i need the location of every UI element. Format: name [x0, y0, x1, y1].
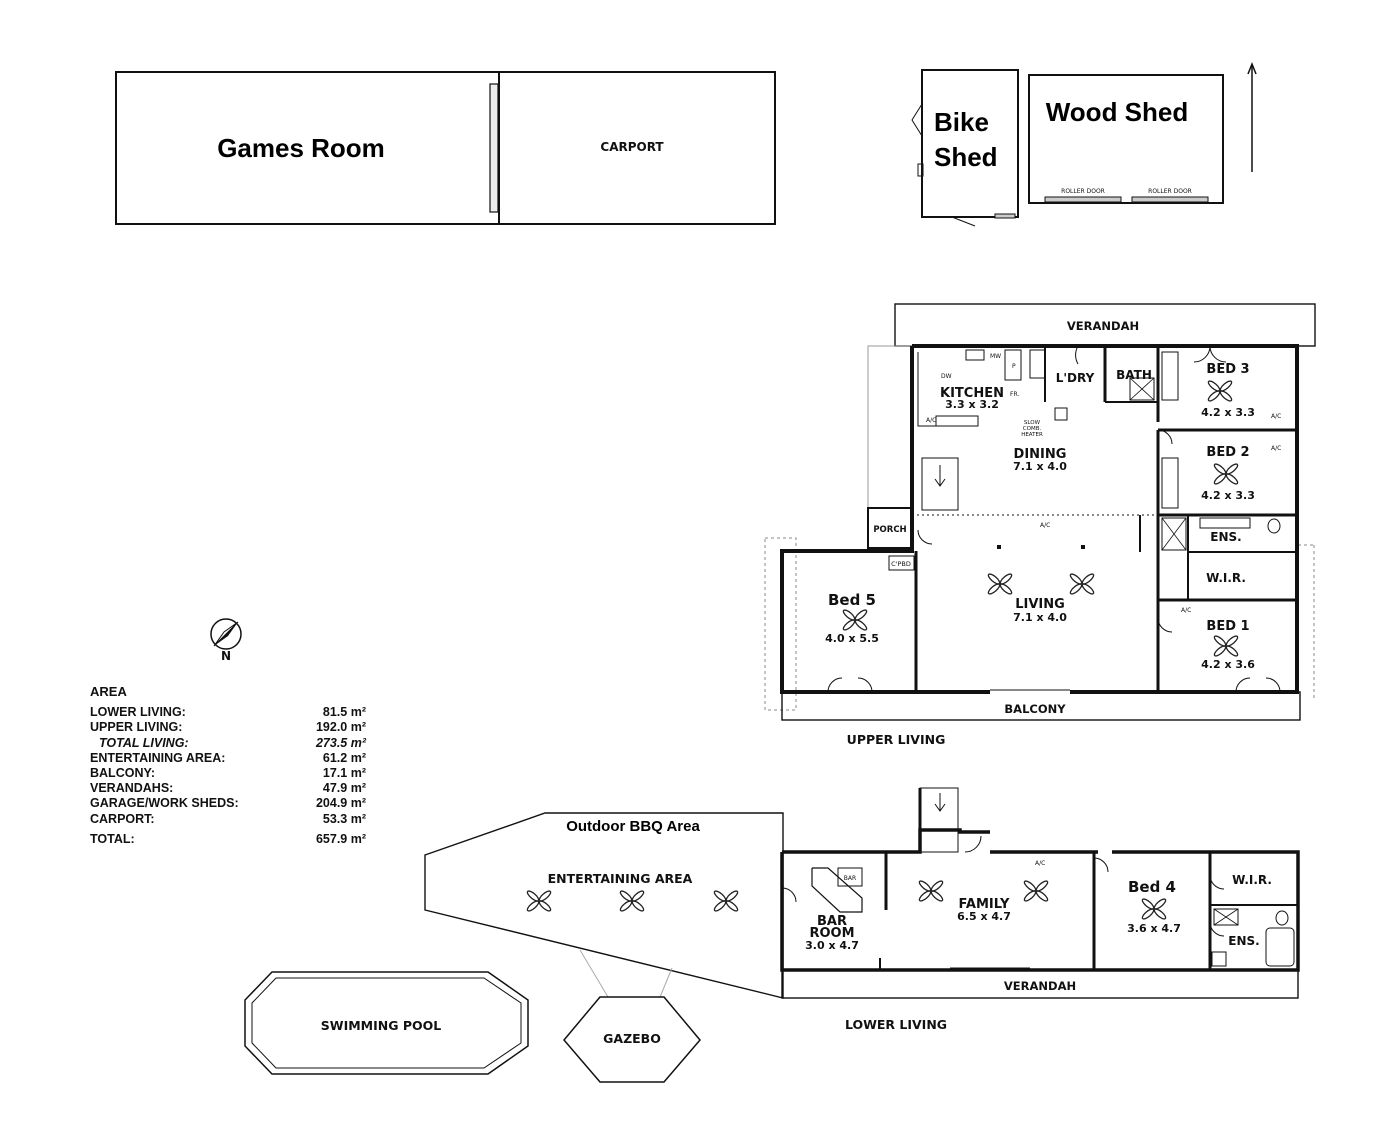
ac-label-kitchen: A/C	[926, 417, 936, 424]
bed3-size: 4.2 x 3.3	[1201, 406, 1255, 419]
dining-label: DINING	[1014, 447, 1067, 462]
bed1-label: BED 1	[1206, 619, 1249, 634]
carport-label: CARPORT	[600, 140, 664, 154]
laundry-label: L'DRY	[1056, 371, 1095, 385]
area-row-balcony: BALCONY:17.1 m²	[90, 766, 366, 781]
bar-room-label-1: BAR	[817, 914, 847, 929]
porch-label: PORCH	[873, 525, 906, 535]
family-size: 6.5 x 4.7	[957, 910, 1011, 923]
bed5-size: 4.0 x 5.5	[825, 632, 879, 645]
wir-label-upper: W.I.R.	[1206, 571, 1246, 585]
bath-label: BATH	[1116, 368, 1152, 382]
bed2-size: 4.2 x 3.3	[1201, 489, 1255, 502]
gazebo-label: GAZEBO	[603, 1031, 661, 1046]
bed3-label: BED 3	[1206, 362, 1249, 377]
bed4-label: Bed 4	[1128, 878, 1176, 896]
roller-door-label-2: ROLLER DOOR	[1148, 188, 1192, 195]
kitchen-size: 3.3 x 3.2	[945, 398, 999, 411]
mw-label: MW	[990, 353, 1001, 360]
balcony-label: BALCONY	[1004, 702, 1066, 716]
lower-verandah-label: VERANDAH	[1004, 979, 1076, 993]
roller-door-label-1: ROLLER DOOR	[1061, 188, 1105, 195]
pantry-label: P	[1012, 363, 1016, 370]
compass-icon: N	[210, 618, 242, 663]
games-room-label: Games Room	[217, 133, 385, 163]
ens-label-lower: ENS.	[1228, 934, 1259, 948]
north-arrow-icon	[1247, 61, 1257, 172]
heater-label-1: SLOW	[1024, 420, 1041, 426]
area-row-verandahs: VERANDAHS:47.9 m²	[90, 781, 366, 796]
swimming-pool: SWIMMING POOL	[244, 971, 529, 1075]
bar-room-size: 3.0 x 4.7	[805, 939, 859, 952]
games-room-carport: Games Room CARPORT	[115, 71, 776, 225]
heater-label-3: HEATER	[1021, 432, 1043, 438]
dining-size: 7.1 x 4.0	[1013, 460, 1067, 473]
bed2-label: BED 2	[1206, 445, 1249, 460]
area-row-upper-living: UPPER LIVING:192.0 m²	[90, 720, 366, 735]
area-schedule: AREA LOWER LIVING:81.5 m² UPPER LIVING:1…	[90, 684, 366, 847]
lower-living-plan: Outdoor BBQ Area ENTERTAINING AREA VERAN…	[424, 787, 1300, 1032]
ac-label-bed3: A/C	[1271, 413, 1281, 420]
heater-label-2: COMB.	[1023, 426, 1042, 432]
area-title: AREA	[90, 684, 127, 699]
area-row-total: TOTAL:657.9 m²	[90, 831, 366, 846]
entertaining-label: ENTERTAINING AREA	[548, 871, 693, 886]
area-row-entertaining: ENTERTAINING AREA:61.2 m²	[90, 750, 366, 765]
outdoor-bbq-label: Outdoor BBQ Area	[566, 818, 700, 835]
upper-living-plan: VERANDAH BALCONY PORCH C'PBD	[764, 303, 1316, 747]
bed1-size: 4.2 x 3.6	[1201, 658, 1255, 671]
kitchen-label: KITCHEN	[940, 386, 1004, 401]
area-row-garage-sheds: GARAGE/WORK SHEDS:204.9 m²	[90, 796, 366, 811]
ac-label-bed2: A/C	[1271, 445, 1281, 452]
fridge-label: FR.	[1010, 391, 1019, 398]
bike-shed: Bike Shed	[911, 69, 1019, 227]
bike-shed-label-2: Shed	[934, 142, 998, 172]
ac-label-family: A/C	[1035, 860, 1045, 867]
bed5-label: Bed 5	[828, 591, 876, 609]
dw-label: DW	[941, 373, 952, 380]
gazebo: GAZEBO	[563, 949, 701, 1083]
living-size: 7.1 x 4.0	[1013, 611, 1067, 624]
ac-label-dining: A/C	[1040, 522, 1050, 529]
bike-shed-label-1: Bike	[934, 107, 989, 137]
ens-label-upper: ENS.	[1210, 530, 1241, 544]
wir-label-lower: W.I.R.	[1232, 873, 1272, 887]
lower-level-label: LOWER LIVING	[845, 1017, 947, 1032]
area-row-carport: CARPORT:53.3 m²	[90, 811, 366, 826]
living-label: LIVING	[1015, 597, 1065, 612]
bed4-size: 3.6 x 4.7	[1127, 922, 1181, 935]
family-label: FAMILY	[959, 897, 1010, 912]
wood-shed: Wood Shed ROLLER DOOR ROLLER DOOR	[1028, 74, 1224, 204]
bar-counter-label: BAR	[844, 875, 856, 882]
wood-shed-label: Wood Shed	[1046, 97, 1189, 127]
upper-level-label: UPPER LIVING	[847, 732, 946, 747]
swimming-pool-label: SWIMMING POOL	[321, 1018, 441, 1033]
cpbd-label: C'PBD	[891, 560, 911, 568]
compass-north-label: N	[221, 649, 231, 663]
ac-label-bed1: A/C	[1181, 607, 1191, 614]
upper-verandah-label: VERANDAH	[1067, 319, 1139, 333]
area-row-lower-living: LOWER LIVING:81.5 m²	[90, 705, 366, 720]
bar-room-label-2: ROOM	[809, 926, 854, 941]
area-row-total-living: TOTAL LIVING:273.5 m²	[99, 735, 366, 750]
